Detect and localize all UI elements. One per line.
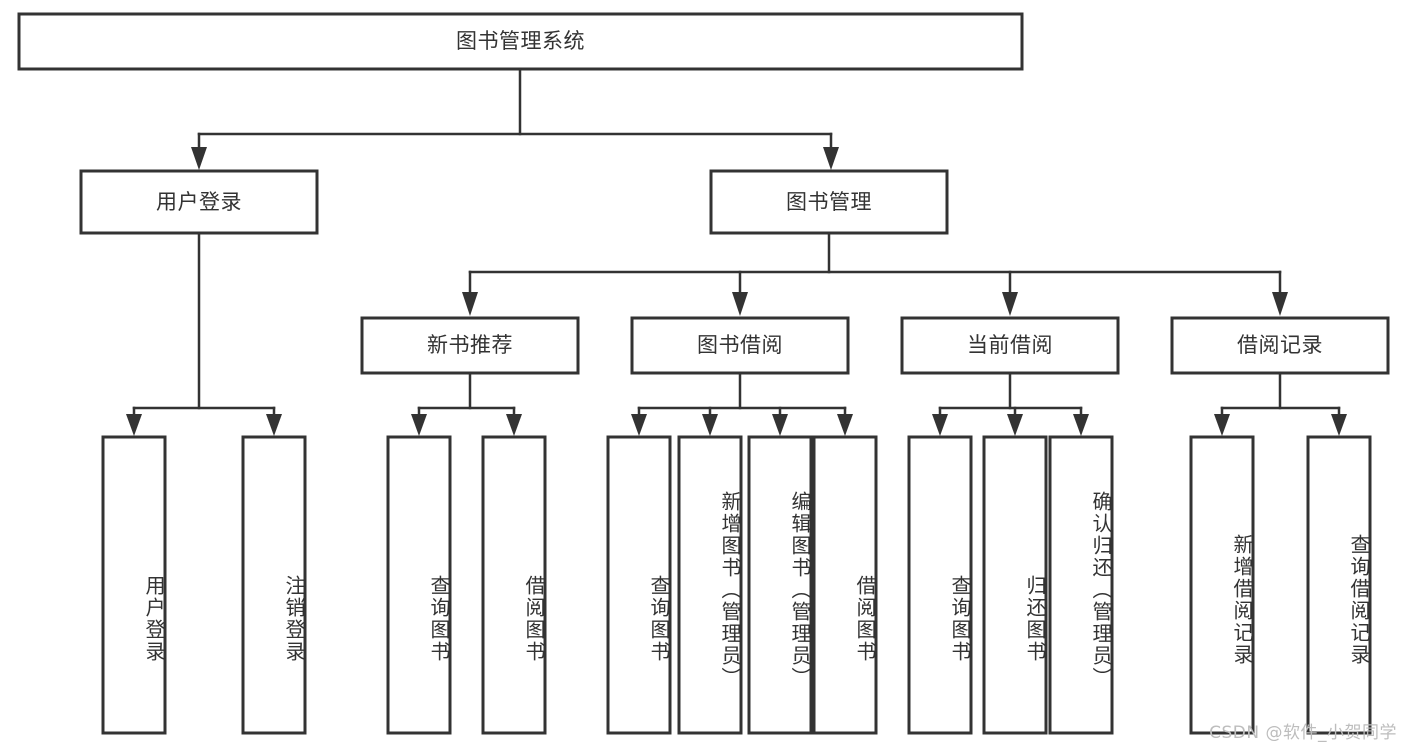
leaf-box-new-book-0[interactable] [386,435,452,735]
arrowhead-icon [1214,414,1230,436]
arrowhead-icon [702,414,718,436]
arrowhead-icon [631,414,647,436]
connector-borrow-record-to-leaves [1214,371,1347,436]
leaf-box-borrow-book-2[interactable] [747,435,813,735]
arrowhead-icon [506,414,522,436]
node-box-borrow-record[interactable] [1170,316,1390,375]
node-box-borrow-book[interactable] [630,316,850,375]
leaf-box-current-borrow-0[interactable] [907,435,973,735]
leaf-box-borrow-book-3[interactable] [812,435,878,735]
arrowhead-icon [1007,414,1023,436]
leaf-box-borrow-book-0[interactable] [606,435,672,735]
leaf-box-new-book-1[interactable] [481,435,547,735]
arrowhead-icon [823,147,839,170]
leaf-box-current-borrow-2[interactable] [1048,435,1114,735]
arrowhead-icon [837,414,853,436]
arrowhead-icon [191,147,207,170]
arrowhead-icon [411,414,427,436]
node-box-user-login[interactable] [79,169,319,235]
node-box-book-manage[interactable] [709,169,949,235]
connector-current-borrow-to-leaves [932,371,1089,436]
node-box-new-book[interactable] [360,316,580,375]
arrowhead-icon [932,414,948,436]
node-box-root[interactable] [17,12,1024,71]
connector-new-book-to-leaves [411,371,522,436]
arrowhead-icon [1073,414,1089,436]
arrowhead-icon [126,414,142,436]
arrowhead-icon [1331,414,1347,436]
leaf-box-borrow-record-0[interactable] [1189,435,1255,735]
arrowhead-icon [732,292,748,316]
leaf-box-user-login-1[interactable] [241,435,307,735]
arrowhead-icon [772,414,788,436]
connector-book-manage-to-level3 [462,231,1288,316]
connector-user-login-to-leaves [126,231,282,436]
connector-root-to-level2 [191,67,839,170]
leaf-box-current-borrow-1[interactable] [982,435,1048,735]
leaf-box-borrow-book-1[interactable] [677,435,743,735]
arrowhead-icon [1002,292,1018,316]
arrowhead-icon [462,292,478,316]
leaf-box-borrow-record-1[interactable] [1306,435,1372,735]
arrowhead-icon [1272,292,1288,316]
connector-borrow-book-to-leaves [631,371,853,436]
arrowhead-icon [266,414,282,436]
watermark: CSDN @软件_小贺同学 [1209,723,1397,743]
leaf-box-user-login-0[interactable] [101,435,167,735]
node-box-current-borrow[interactable] [900,316,1120,375]
